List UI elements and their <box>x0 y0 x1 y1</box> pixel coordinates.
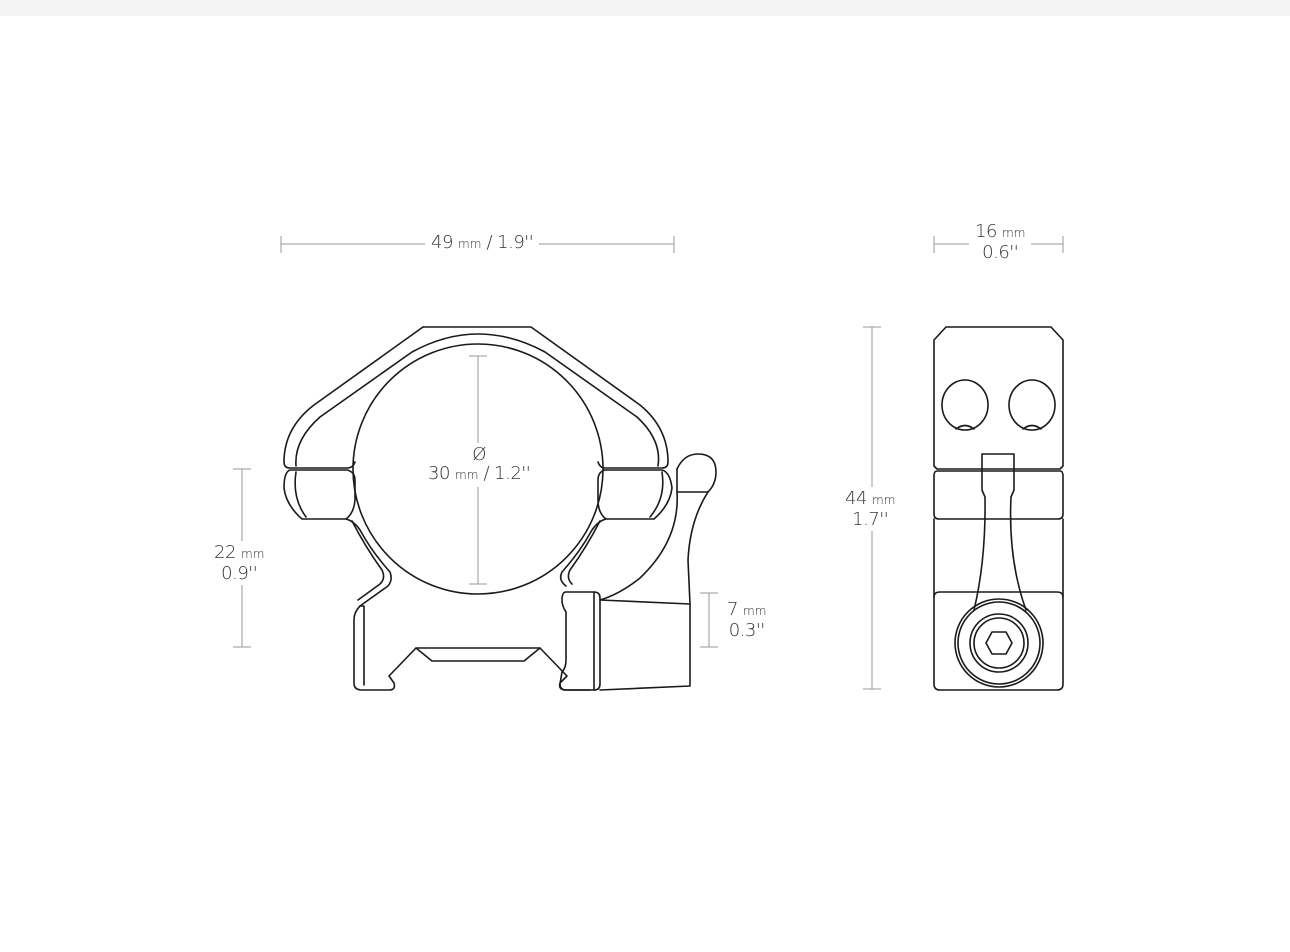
top-band <box>0 0 1290 16</box>
diameter-imperial: 1.2'' <box>494 463 531 484</box>
diameter-dimension-label: Ø 30 mm / 1.2'' <box>424 443 535 487</box>
total-height-unit: mm <box>872 493 896 507</box>
base-height-imperial: 0.3'' <box>728 620 766 641</box>
base-height-unit: mm <box>743 604 767 618</box>
front-view <box>283 326 717 691</box>
center-height-value: 22 <box>214 542 236 563</box>
diameter-unit: mm <box>455 468 479 482</box>
diameter-separator: / <box>483 463 490 484</box>
center-height-unit: mm <box>241 547 265 561</box>
width-value: 49 <box>431 232 453 253</box>
width-separator: / <box>486 232 493 253</box>
depth-unit: mm <box>1002 226 1026 240</box>
depth-dimension-label: 16 mm 0.6'' <box>969 221 1032 263</box>
side-view <box>933 326 1064 691</box>
diameter-value: 30 <box>428 463 450 484</box>
depth-value: 16 <box>975 221 997 242</box>
diameter-symbol: Ø <box>472 444 486 465</box>
center-height-dimension-label: 22 mm 0.9'' <box>212 541 267 585</box>
total-height-value: 44 <box>845 488 867 509</box>
width-imperial: 1.9'' <box>497 232 534 253</box>
base-height-dimension-label: 7 mm 0.3'' <box>725 599 769 641</box>
total-height-dimension-label: 44 mm 1.7'' <box>843 487 898 531</box>
base-height-value: 7 <box>727 599 738 620</box>
width-unit: mm <box>458 237 482 251</box>
depth-imperial: 0.6'' <box>982 242 1019 263</box>
total-height-imperial: 1.7'' <box>852 509 889 530</box>
width-dimension-label: 49 mm / 1.9'' <box>425 232 540 254</box>
center-height-imperial: 0.9'' <box>221 563 258 584</box>
dimension-lines <box>233 236 1064 690</box>
